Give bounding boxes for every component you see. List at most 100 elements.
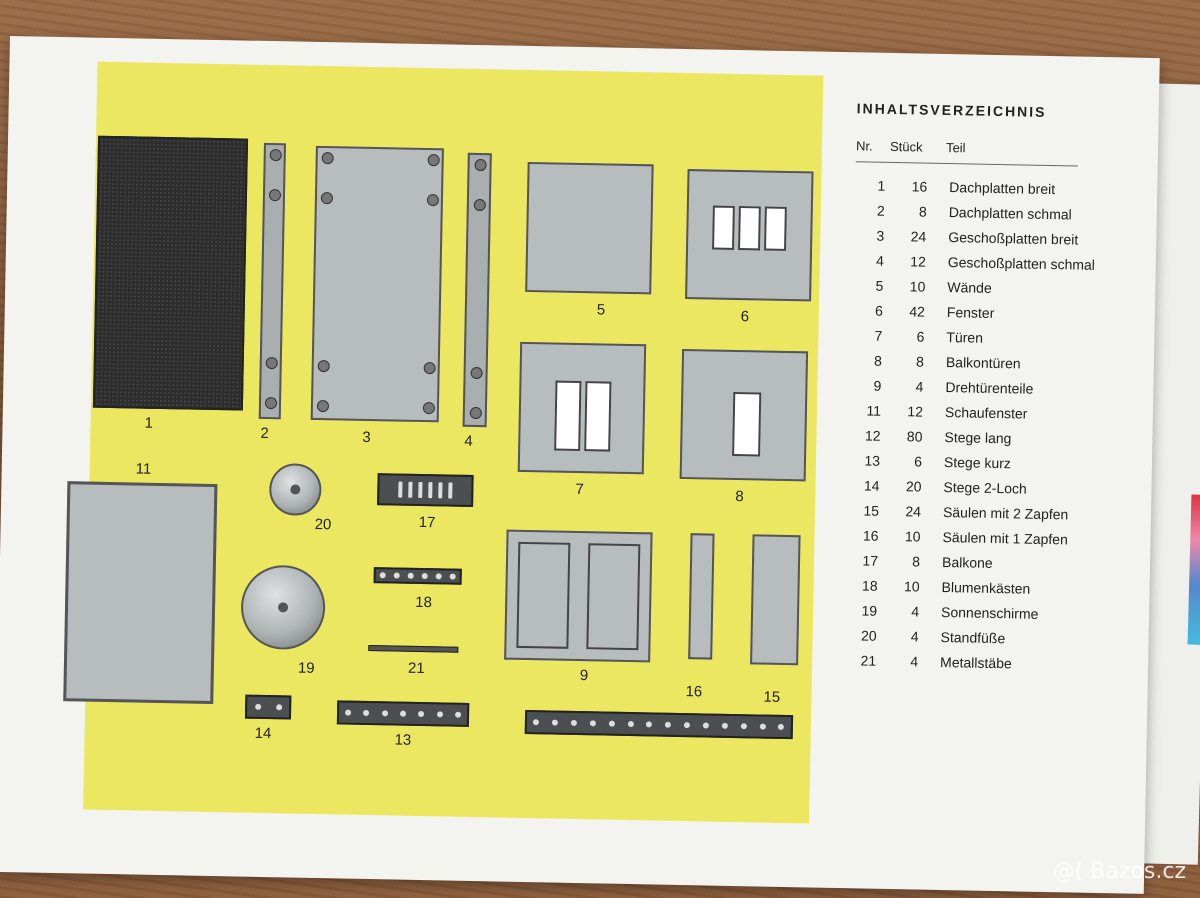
part-21-metal-rod xyxy=(368,644,459,653)
toc-cell-nr: 2 xyxy=(876,202,885,219)
window-pane xyxy=(738,206,761,251)
hub xyxy=(290,484,301,495)
part-label: 17 xyxy=(418,513,436,532)
stud xyxy=(316,399,330,413)
toc-cell-nr: 4 xyxy=(875,252,885,269)
toc-cell-nr: 7 xyxy=(874,327,883,344)
part-5-wall xyxy=(525,161,654,295)
toc-cell-stueck: 8 xyxy=(912,552,921,570)
stud xyxy=(473,198,486,212)
stud xyxy=(269,149,282,162)
part-7-door xyxy=(517,341,647,475)
stud xyxy=(264,396,278,410)
toc-cell-teil: Schaufenster xyxy=(944,403,1028,422)
toc-cell-teil: Stege kurz xyxy=(943,453,1012,471)
part-label: 4 xyxy=(464,432,473,450)
toc-cell-stueck: 8 xyxy=(915,352,925,370)
door-pane xyxy=(584,381,612,452)
toc-header: Nr. Stück Teil xyxy=(855,138,1079,167)
toc-cell-teil: Säulen mit 1 Zapfen xyxy=(942,528,1068,547)
part-13-bar-short xyxy=(336,700,470,727)
toc-cell-stueck: 4 xyxy=(910,652,919,670)
toc-cell-teil: Geschoßplatten breit xyxy=(948,228,1079,248)
part-label: 3 xyxy=(362,428,371,446)
part-label: 13 xyxy=(394,731,412,749)
door-panel xyxy=(516,541,571,649)
toc-header-teil: Teil xyxy=(945,139,966,156)
toc-cell-stueck: 24 xyxy=(905,502,922,520)
part-label: 5 xyxy=(596,301,606,319)
toc-cell-teil: Balkone xyxy=(941,553,993,571)
toc-cell-nr: 11 xyxy=(866,402,882,419)
part-20-stand-foot xyxy=(268,463,322,517)
toc-cell-nr: 16 xyxy=(862,526,879,544)
toc-cell-nr: 12 xyxy=(864,426,881,444)
part-label: 11 xyxy=(135,460,152,478)
toc-cell-teil: Standfüße xyxy=(940,628,1006,646)
window-pane xyxy=(764,206,787,251)
part-12-bar-long xyxy=(524,710,794,740)
door-pane xyxy=(732,391,762,457)
toc-cell-stueck: 12 xyxy=(910,252,927,270)
toc-row: 21 4 Metallstäbe xyxy=(846,647,1146,678)
stud xyxy=(317,359,330,373)
toc-cell-nr: 5 xyxy=(875,277,884,294)
part-label: 7 xyxy=(575,480,584,499)
part-label: 19 xyxy=(297,659,315,677)
part-9-revolving-door-part xyxy=(504,529,653,663)
part-18-flower-box xyxy=(373,567,462,585)
part-label: 20 xyxy=(314,515,332,534)
stud xyxy=(321,152,334,165)
toc-cell-stueck: 10 xyxy=(909,277,926,295)
part-14-bar-2-hole xyxy=(244,694,292,720)
toc-cell-nr: 3 xyxy=(876,227,885,244)
part-4-floor-plate-narrow xyxy=(462,152,492,428)
toc-cell-teil: Wände xyxy=(947,278,992,296)
toc-cell-stueck: 6 xyxy=(914,452,923,470)
toc-cell-teil: Metallstäbe xyxy=(940,653,1012,671)
toc-cell-teil: Geschoßplatten schmal xyxy=(947,253,1096,273)
part-17-balcony xyxy=(377,473,474,507)
toc-cell-stueck: 80 xyxy=(906,427,923,445)
stud xyxy=(470,366,483,380)
stud xyxy=(426,194,440,207)
part-label: 14 xyxy=(254,724,272,743)
toc-cell-nr: 1 xyxy=(877,177,886,194)
toc-cell-teil: Drehtürenteile xyxy=(945,378,1034,397)
toc-cell-stueck: 20 xyxy=(905,477,922,495)
toc-cell-stueck: 8 xyxy=(918,202,927,220)
toc-cell-nr: 14 xyxy=(863,476,880,494)
stud xyxy=(265,356,278,370)
toc-cell-stueck: 4 xyxy=(910,627,919,645)
toc-cell-nr: 6 xyxy=(874,302,884,319)
toc-cell-stueck: 12 xyxy=(907,402,924,420)
hub xyxy=(277,602,289,613)
part-label: 18 xyxy=(415,593,433,612)
toc-cell-stueck: 16 xyxy=(911,177,928,195)
toc-cell-stueck: 4 xyxy=(911,602,920,620)
stud xyxy=(422,401,436,415)
part-2-roof-plate-narrow xyxy=(258,142,286,420)
toc-cell-stueck: 10 xyxy=(903,577,920,595)
toc-cell-teil: Sonnenschirme xyxy=(940,603,1039,622)
toc-cell-stueck: 24 xyxy=(910,227,927,245)
toc-cell-nr: 21 xyxy=(860,651,877,669)
part-label: 2 xyxy=(260,424,269,443)
toc-cell-teil: Fenster xyxy=(946,303,995,321)
color-strip xyxy=(1187,494,1200,645)
stud xyxy=(427,154,440,167)
part-label: 6 xyxy=(740,308,750,326)
toc-cell-teil: Blumenkästen xyxy=(941,578,1031,597)
part-label: 21 xyxy=(407,659,425,678)
toc-header-stueck: Stück xyxy=(889,138,923,155)
stud xyxy=(423,362,436,375)
toc-title: INHALTSVERZEICHNIS xyxy=(856,100,1047,120)
part-label: 8 xyxy=(735,488,744,506)
toc-cell-stueck: 6 xyxy=(916,327,925,345)
watermark: @( Bazos.cz xyxy=(1052,859,1186,884)
toc-cell-nr: 18 xyxy=(861,576,878,594)
toc-cell-nr: 20 xyxy=(860,626,877,644)
toc-cell-nr: 13 xyxy=(864,451,881,469)
parts-illustration-panel: 1 2 3 4 5 xyxy=(63,61,824,824)
